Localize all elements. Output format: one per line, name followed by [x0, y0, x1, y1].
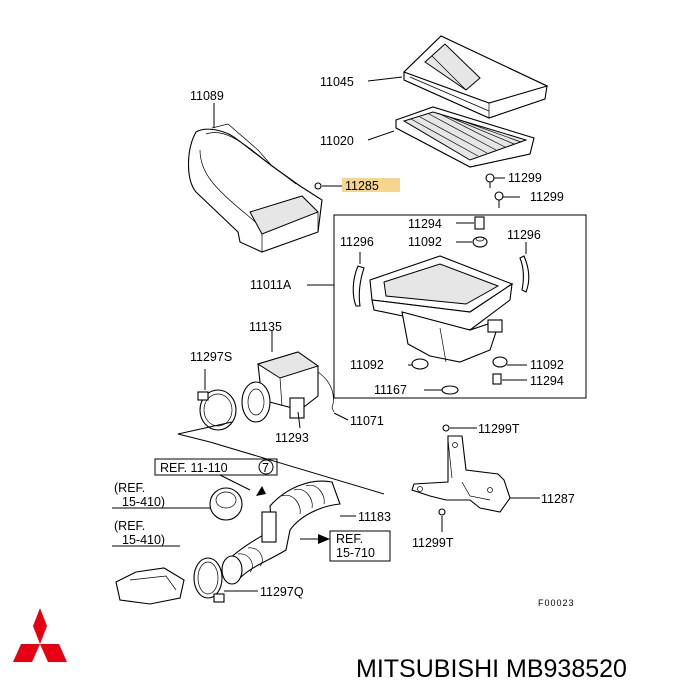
- grommet-11092-top: [472, 236, 488, 248]
- bracket-11287: [411, 435, 511, 513]
- label-11183: 11183: [358, 510, 391, 524]
- intake-hose: [221, 480, 341, 585]
- label-11293: 11293: [275, 431, 309, 445]
- air-cleaner-cover: [402, 35, 549, 119]
- label-11011a: 11011A: [250, 278, 292, 292]
- ref-15-410-a-line1: (REF.: [114, 481, 145, 495]
- grommet-11294-bottom: [492, 373, 502, 385]
- ref-15-410-b-line1: (REF.: [114, 519, 145, 533]
- inlet-duct: [188, 123, 323, 253]
- mitsubishi-logo: [13, 608, 67, 662]
- label-11296-right: 11296: [507, 228, 541, 242]
- label-11092-c: 11092: [530, 358, 564, 372]
- label-11045: 11045: [320, 75, 354, 89]
- label-11287: 11287: [541, 492, 575, 506]
- label-11092-a: 11092: [408, 235, 442, 249]
- label-11299t-b: 11299T: [412, 536, 454, 550]
- filter-element: [395, 106, 535, 168]
- clamp-11297q: [193, 557, 225, 603]
- label-11089: 11089: [190, 89, 224, 103]
- grommet-11294-top: [474, 216, 485, 230]
- label-11297s: 11297S: [190, 350, 232, 364]
- highlight-11285: [342, 178, 400, 192]
- clamp-11297s: [197, 389, 237, 431]
- bolt-11299-a: [485, 173, 495, 188]
- label-11135: 11135: [249, 320, 282, 334]
- grommet-11092-right: [492, 356, 508, 368]
- ref-11-110-number: 7: [262, 461, 269, 475]
- figure-code: F00023: [538, 598, 575, 608]
- ref-15-410-b-line2: 15-410): [122, 533, 165, 547]
- label-11167: 11167: [374, 383, 407, 397]
- label-11092-b: 11092: [350, 358, 384, 372]
- label-11020: 11020: [320, 134, 354, 148]
- label-11294-b: 11294: [530, 374, 564, 388]
- ref-15-710-line1: REF.: [336, 532, 363, 546]
- airflow-sensor: [241, 351, 320, 423]
- label-11285: 11285: [345, 179, 379, 193]
- assembly-box-11011a: [333, 214, 587, 399]
- pad-11167: [441, 385, 459, 395]
- label-11299-b: 11299: [530, 190, 564, 204]
- grommet-11092-left: [411, 358, 429, 370]
- brand-caption: MITSUBISHI MB938520: [356, 655, 627, 683]
- lower-housing: [369, 255, 514, 363]
- label-11071: 11071: [350, 414, 384, 428]
- bolt-11299-b: [494, 191, 504, 208]
- label-11299-a: 11299: [508, 171, 542, 185]
- reference-part-15-410: [209, 487, 243, 521]
- label-11299t-a: 11299T: [478, 422, 520, 436]
- label-11297q: 11297Q: [260, 585, 304, 599]
- label-11294-a: 11294: [408, 217, 442, 231]
- ref-11-110: REF. 11-110: [160, 461, 228, 475]
- ref-15-410-a-line2: 15-410): [122, 495, 165, 509]
- ref-15-710-line2: 15-710: [336, 546, 375, 560]
- label-11296-left: 11296: [340, 235, 374, 249]
